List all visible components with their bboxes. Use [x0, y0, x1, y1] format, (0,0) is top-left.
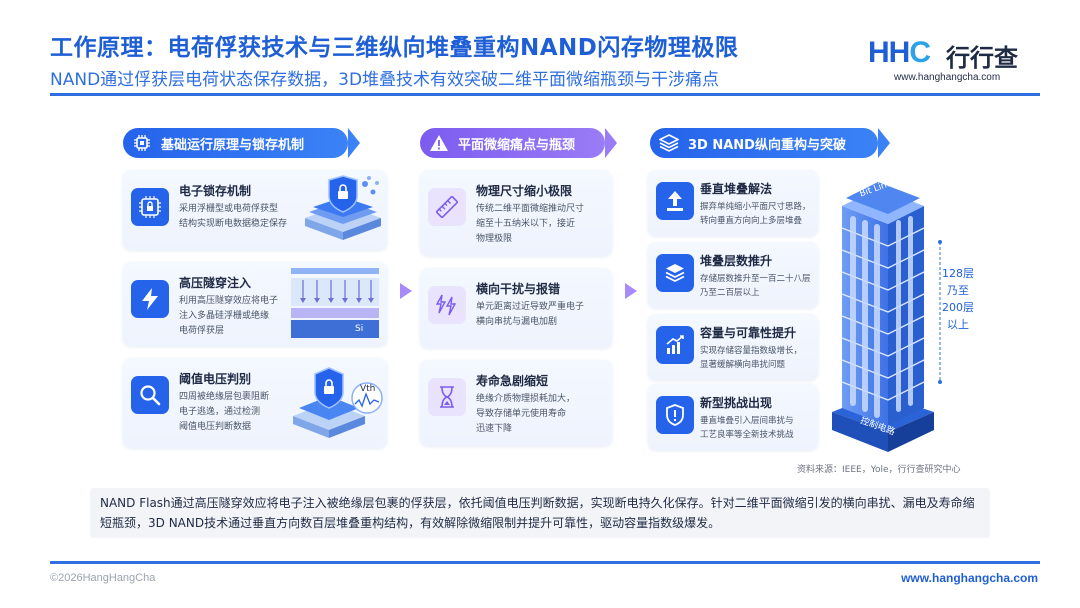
card-desc: 绝缘介质物理损耗加大，导致存储单元使用寿命迅速下降 [476, 394, 576, 434]
lock-chip-icon [131, 188, 169, 226]
logo-url: www.hanghangcha.com [894, 72, 1001, 83]
interference-icon [428, 286, 466, 324]
card-crosstalk: 横向干扰与报错 单元距离过近导致严重电子横向串扰与漏电加剧 [420, 268, 612, 348]
warning-icon [428, 132, 450, 154]
layer-range-indicator [938, 240, 942, 384]
magnifier-icon [131, 376, 169, 414]
card-vertical-stacking: 垂直堆叠解法 摒弃单纯缩小平面尺寸思路，转向垂直方向向上多层堆叠 [648, 170, 818, 236]
logo-name: 行行查 [946, 44, 1018, 72]
column-header-label: 平面微缩痛点与瓶颈 [458, 137, 576, 153]
summary-box: NAND Flash通过高压隧穿效应将电子注入被绝缘层包裹的俘获层，依托阈值电压… [90, 488, 990, 538]
card-title: 寿命急剧缩短 [476, 374, 549, 388]
card-size-limit: 物理尺寸缩小极限 传统二维平面微缩推动尺寸缩至十五纳米以下，接近物理极限 [420, 170, 612, 256]
card-desc: 四周被绝缘层包裹阻断电子逃逸，通过检测阈值电压判断数据 [179, 392, 270, 432]
card-threshold-voltage: 阈值电压判别 四周被绝缘层包裹阻断电子逃逸，通过检测阈值电压判断数据 Vth [123, 358, 387, 448]
card-title: 横向干扰与报错 [476, 282, 561, 296]
card-desc: 利用高压隧穿效应将电子注入多晶硅浮栅或绝缘电荷俘获层 [179, 296, 279, 336]
card-desc: 传统二维平面微缩推动尺寸缩至十五纳米以下，接近物理极限 [476, 204, 585, 244]
ruler-icon [428, 188, 466, 226]
vth-label: Vth [360, 384, 376, 394]
card-lifespan: 寿命急剧缩短 绝缘介质物理损耗加大，导致存储单元使用寿命迅速下降 [420, 360, 612, 446]
alert-shield-icon [656, 396, 694, 434]
card-layer-count: 堆叠层数推升 存储层数推升至一百二十八层乃至二百层以上 [648, 242, 818, 308]
card-title: 垂直堆叠解法 [700, 182, 773, 196]
footer-link[interactable]: www.hanghangcha.com [901, 571, 1038, 585]
page-title: 工作原理：电荷俘获技术与三维纵向堆叠重构NAND闪存物理极限 [50, 35, 739, 61]
card-title: 阈值电压判别 [179, 372, 252, 386]
card-capacity-reliability: 容量与可靠性提升 实现存储容量指数级增长，显著缓解横向串扰问题 [648, 314, 818, 380]
3d-nand-tower-illustration [832, 182, 934, 452]
stack-icon [656, 254, 694, 292]
growth-chart-icon [656, 326, 694, 364]
upload-arrow-icon [656, 182, 694, 220]
column-header-bottleneck: 平面微缩痛点与瓶颈 [420, 128, 617, 158]
silicon-label: Si [355, 324, 364, 334]
brand-logo[interactable]: HHC 行行查 www.hanghangcha.com [868, 36, 1038, 86]
card-desc: 实现存储容量指数级增长，显著缓解横向串扰问题 [700, 346, 803, 370]
hourglass-icon [428, 378, 466, 416]
card-desc: 垂直堆叠引入层间串扰与工艺良率等全新技术挑战 [700, 416, 794, 440]
card-title: 堆叠层数推升 [700, 254, 773, 268]
tunneling-illustration [291, 268, 379, 338]
card-desc: 存储层数推升至一百二十八层乃至二百层以上 [700, 274, 811, 298]
card-desc: 采用浮栅型或电荷俘获型结构实现断电数据稳定保存 [179, 204, 288, 229]
flow-arrow-2 [625, 283, 637, 299]
shield-layers-illustration [305, 175, 381, 240]
header-divider [50, 93, 1040, 96]
card-title: 电子锁存机制 [179, 184, 252, 198]
column-header-principles: 基础运行原理与锁存机制 [123, 128, 360, 158]
card-desc: 单元距离过近导致严重电子横向串扰与漏电加剧 [476, 302, 585, 327]
card-title: 高压隧穿注入 [179, 276, 252, 290]
page-subtitle: NAND通过俘获层电荷状态保存数据，3D堆叠技术有效突破二维平面微缩瓶颈与干涉痛… [50, 70, 720, 90]
column-header-3d-nand: 3D NAND纵向重构与突破 [650, 128, 890, 158]
card-desc: 摒弃单纯缩小平面尺寸思路，转向垂直方向向上多层堆叠 [700, 202, 811, 226]
threshold-lock-illustration [293, 367, 383, 438]
flow-arrow-1 [400, 283, 412, 299]
card-new-challenges: 新型挑战出现 垂直堆叠引入层间串扰与工艺良率等全新技术挑战 [648, 384, 818, 450]
chip-icon [131, 132, 153, 154]
logo-mark: HHC [868, 36, 931, 69]
card-title: 新型挑战出现 [700, 396, 773, 410]
card-title: 物理尺寸缩小极限 [476, 184, 573, 198]
layers-icon [658, 132, 680, 154]
column-header-label: 基础运行原理与锁存机制 [161, 137, 305, 153]
footer-divider [50, 561, 1040, 564]
copyright: ©2026HangHangCha [50, 572, 156, 584]
card-high-voltage-tunneling: 高压隧穿注入 利用高压隧穿效应将电子注入多晶硅浮栅或绝缘电荷俘获层 Si [123, 262, 387, 346]
column-header-label: 3D NAND纵向重构与突破 [688, 137, 846, 153]
layer-count-label: 128层 乃至 200层 以上 [942, 267, 974, 331]
lightning-icon [131, 280, 169, 318]
source-note: 资料来源：IEEE，Yole，行行查研究中心 [797, 465, 961, 475]
card-title: 容量与可靠性提升 [700, 326, 797, 340]
card-electron-latch: 电子锁存机制 采用浮栅型或电荷俘获型结构实现断电数据稳定保存 [123, 170, 387, 250]
